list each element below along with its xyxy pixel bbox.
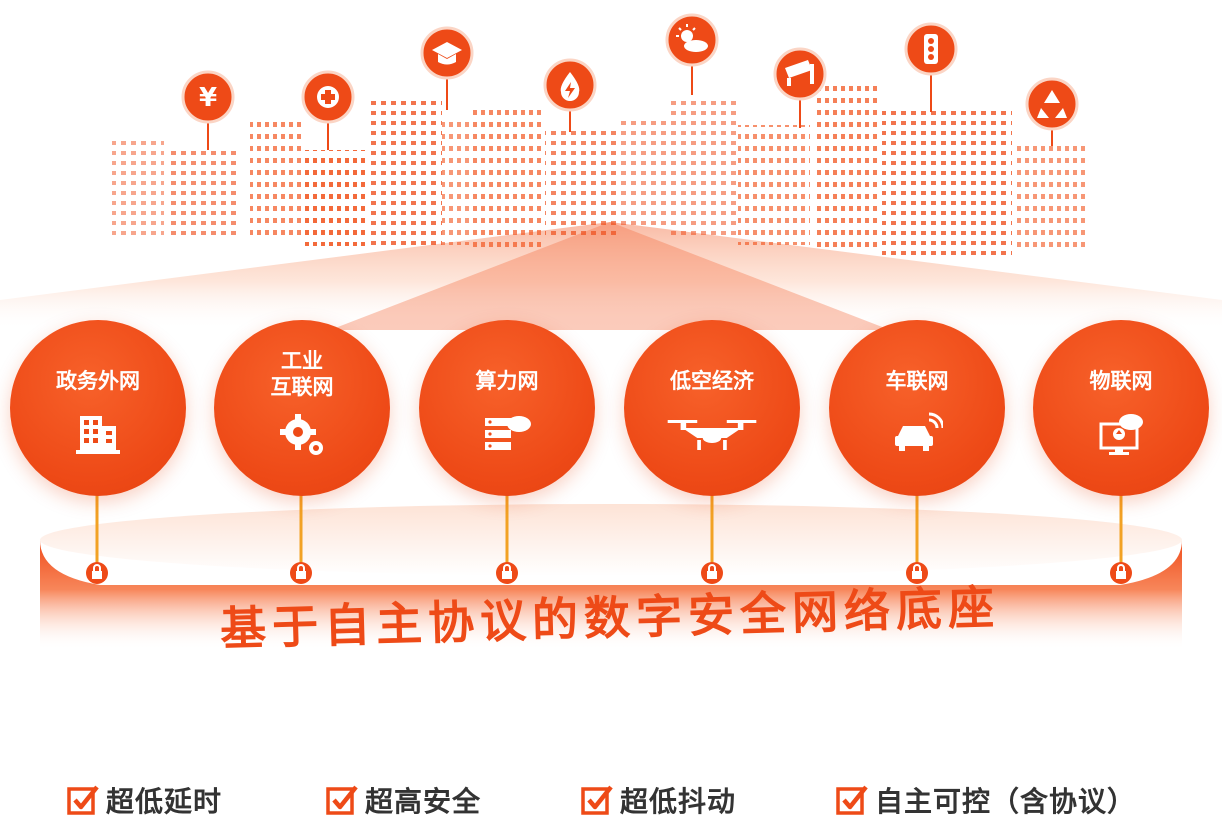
service-low-altitude-economy: 低空经济	[624, 320, 800, 496]
feature-ultra-low-jitter: 超低抖动	[580, 780, 736, 820]
svg-text:¥: ¥	[199, 83, 217, 113]
lock-icon	[86, 562, 108, 584]
lock-icon	[290, 562, 312, 584]
feature-self-controllable: 自主可控（含协议）	[835, 780, 1136, 820]
service-label: 低空经济	[670, 369, 754, 393]
service-vehicle-network: 车联网	[829, 320, 1005, 496]
lock-icon	[1110, 562, 1132, 584]
gear-icon	[280, 414, 323, 455]
connected-car-icon	[895, 412, 943, 451]
feature-label: 自主可控（含协议）	[875, 785, 1137, 818]
service-computing-network: 算力网	[419, 320, 595, 496]
service-label: 算力网	[475, 369, 539, 393]
recycle-icon	[1025, 77, 1079, 131]
iot-cloud-monitor-icon	[1099, 414, 1143, 455]
checkbox-checked-icon	[326, 785, 358, 815]
lock-icon	[906, 562, 928, 584]
service-gov-extranet: 政务外网	[10, 320, 186, 496]
checkbox-checked-icon	[67, 785, 99, 815]
drone-icon	[667, 420, 757, 450]
service-label: 车联网	[885, 369, 949, 393]
network-base-platform	[40, 504, 1182, 650]
lock-icon	[701, 562, 723, 584]
feature-label: 超低抖动	[620, 785, 737, 818]
feature-ultra-high-security: 超高安全	[325, 780, 481, 820]
checkbox-checked-icon	[836, 785, 868, 815]
lock-icon	[496, 562, 518, 584]
service-internet-of-things: 物联网	[1033, 320, 1209, 496]
weather-sun-cloud-icon	[665, 13, 719, 67]
finance-icon	[181, 70, 235, 124]
feature-ultra-low-latency: 超低延时	[66, 780, 222, 820]
checkbox-checked-icon	[581, 785, 613, 815]
feature-label: 超高安全	[365, 785, 482, 818]
cloud-server-icon	[485, 416, 531, 450]
service-label: 政务外网	[56, 369, 140, 393]
service-industrial-internet: 工业 互联网	[214, 320, 390, 496]
service-label: 物联网	[1089, 369, 1153, 393]
service-label: 工业 互联网	[270, 349, 334, 399]
building-icon	[76, 416, 120, 454]
feature-label: 超低延时	[106, 785, 223, 818]
lock-icon-group	[86, 562, 1132, 584]
